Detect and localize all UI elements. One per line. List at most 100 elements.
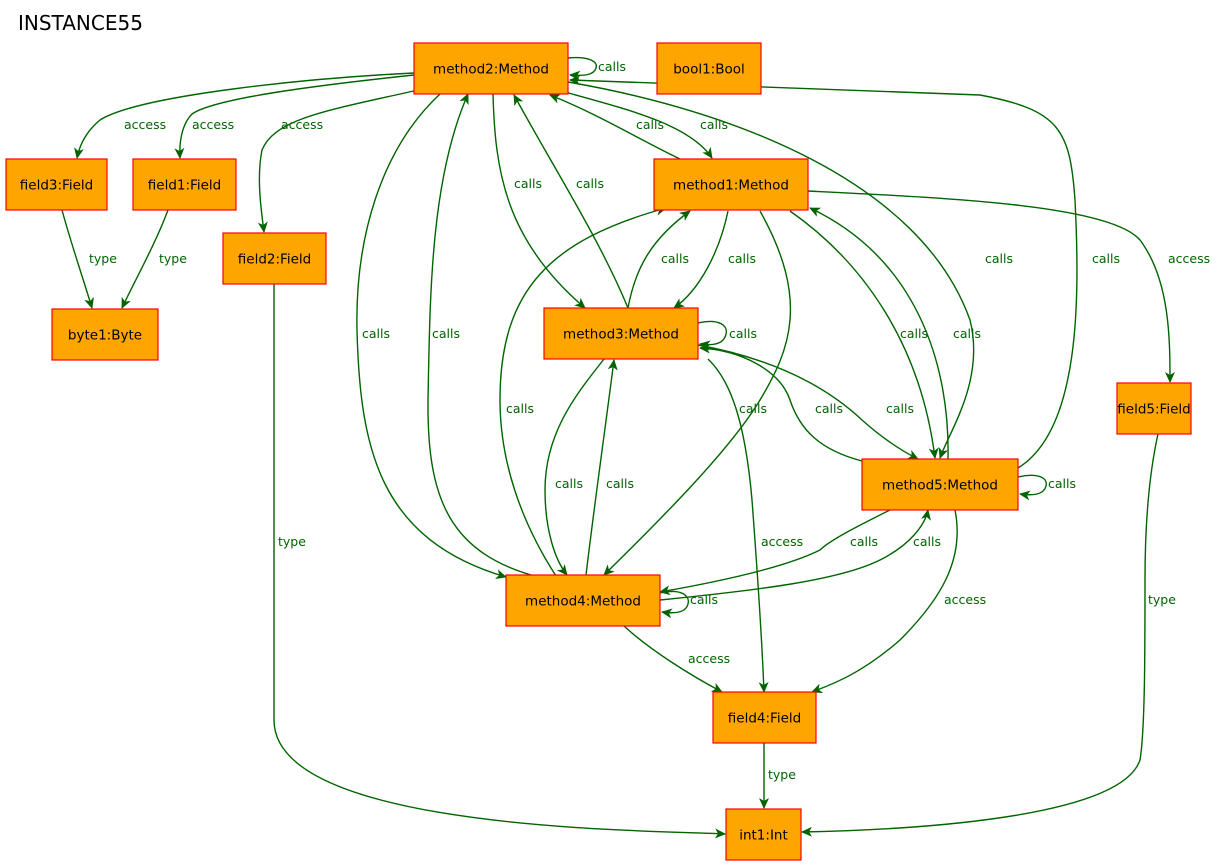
node-box <box>222 232 327 285</box>
edge-label: calls <box>913 534 941 549</box>
edge-line <box>801 433 1159 837</box>
edge-label: calls <box>739 401 767 416</box>
edge-label: calls <box>1048 476 1076 491</box>
edge-line <box>74 72 415 159</box>
edge-method5-to-method3: calls <box>699 343 863 462</box>
node-byte1: byte1:Byte <box>51 308 159 361</box>
node-box <box>132 158 237 211</box>
node-box <box>725 808 802 861</box>
edge-label: access <box>192 117 234 132</box>
edge-line <box>564 91 713 159</box>
node-label: method4:Method <box>525 594 641 610</box>
edge-label: calls <box>985 251 1013 266</box>
edge-line <box>567 56 597 81</box>
node-box <box>505 574 661 627</box>
edge-method4-to-method1: calls <box>499 205 667 577</box>
edge-label: access <box>124 117 166 132</box>
node-method3: method3:Method <box>543 307 699 360</box>
edge-method5-to-method1: calls <box>809 207 981 460</box>
node-box <box>543 307 699 360</box>
node-box <box>51 308 159 361</box>
edge-method2-to-field3: access <box>74 72 415 159</box>
edge-label: calls <box>432 326 460 341</box>
edge-method4-to-method3: calls <box>585 359 634 576</box>
edge-line <box>257 89 419 233</box>
edge-line <box>707 358 769 693</box>
node-field5: field5:Field <box>1116 382 1192 435</box>
edge-label: calls <box>636 117 664 132</box>
edge-line <box>585 359 618 576</box>
edge-line <box>567 81 975 459</box>
edge-label: access <box>761 534 803 549</box>
edge-method4-to-method2: calls <box>427 93 543 579</box>
node-method4: method4:Method <box>505 574 661 627</box>
node-box <box>656 42 762 95</box>
edge-label: calls <box>815 401 843 416</box>
edge-method2-to-field2: access <box>257 89 419 233</box>
edge-line <box>356 93 507 579</box>
edge-line <box>697 344 919 460</box>
edge-method5-to-method2: calls <box>569 75 1120 469</box>
edge-line <box>499 205 667 577</box>
edge-method3-to-method5: calls <box>697 344 919 460</box>
edge-line <box>549 94 681 160</box>
edge-method1-to-method4: calls <box>603 210 792 576</box>
node-label: method2:Method <box>433 62 549 78</box>
edge-method5-to-field4: access <box>811 509 986 694</box>
node-label: field5:Field <box>1117 402 1190 418</box>
edge-label: type <box>768 767 796 782</box>
edge-label: calls <box>886 401 914 416</box>
edge-field3-to-byte1: type <box>61 209 117 309</box>
edge-line <box>427 93 543 579</box>
edge-line <box>273 283 726 839</box>
node-method5: method5:Method <box>861 458 1019 511</box>
edge-label: type <box>89 251 117 266</box>
edge-label: calls <box>598 59 626 74</box>
edge-line <box>174 74 415 159</box>
edge-line <box>623 625 723 693</box>
node-bool1: bool1:Bool <box>656 42 762 95</box>
node-label: field4:Field <box>728 711 801 727</box>
edge-method1-to-field5: access <box>807 190 1210 383</box>
edge-method1-to-method2: calls <box>549 94 681 160</box>
edge-method3-to-method3: calls <box>697 320 757 351</box>
edge-line <box>699 343 863 462</box>
edge-line <box>544 358 605 576</box>
edge-label: calls <box>728 251 756 266</box>
node-label: bool1:Bool <box>673 62 745 78</box>
node-box <box>413 42 569 95</box>
edge-label: calls <box>514 176 542 191</box>
edge-label: calls <box>506 401 534 416</box>
edge-label: calls <box>953 326 981 341</box>
edge-line <box>61 209 94 309</box>
edge-field5-to-int1: type <box>801 433 1176 837</box>
edge-method4-to-field4: access <box>623 625 730 693</box>
diagram-title: INSTANCE55 <box>18 11 143 35</box>
edge-field1-to-byte1: type <box>121 209 187 309</box>
edge-line <box>673 210 729 309</box>
node-label: field1:Field <box>148 178 221 194</box>
edge-label: calls <box>555 476 583 491</box>
edge-method1-to-method3: calls <box>673 210 756 309</box>
node-box <box>5 158 108 211</box>
nodes-layer: method2:Method bool1:Bool field3:Field fiel… <box>5 42 1192 861</box>
edge-label: calls <box>606 476 634 491</box>
edge-label: access <box>944 592 986 607</box>
node-label: method1:Method <box>673 178 789 194</box>
edge-label: calls <box>850 534 878 549</box>
edge-label: calls <box>690 592 718 607</box>
node-box <box>712 691 817 744</box>
edge-method4-to-method5: calls <box>659 509 941 601</box>
edge-line <box>659 509 891 596</box>
node-label: method5:Method <box>882 478 998 494</box>
node-label: field2:Field <box>238 252 311 268</box>
node-label: field3:Field <box>20 178 93 194</box>
edge-label: access <box>688 651 730 666</box>
edge-line <box>811 509 958 694</box>
edge-method3-to-field4: access <box>707 358 803 693</box>
node-box <box>1116 382 1192 435</box>
node-label: int1:Int <box>739 828 788 844</box>
edge-method2-to-method5: calls <box>567 81 1013 459</box>
edge-method2-to-method2: calls <box>567 56 626 81</box>
